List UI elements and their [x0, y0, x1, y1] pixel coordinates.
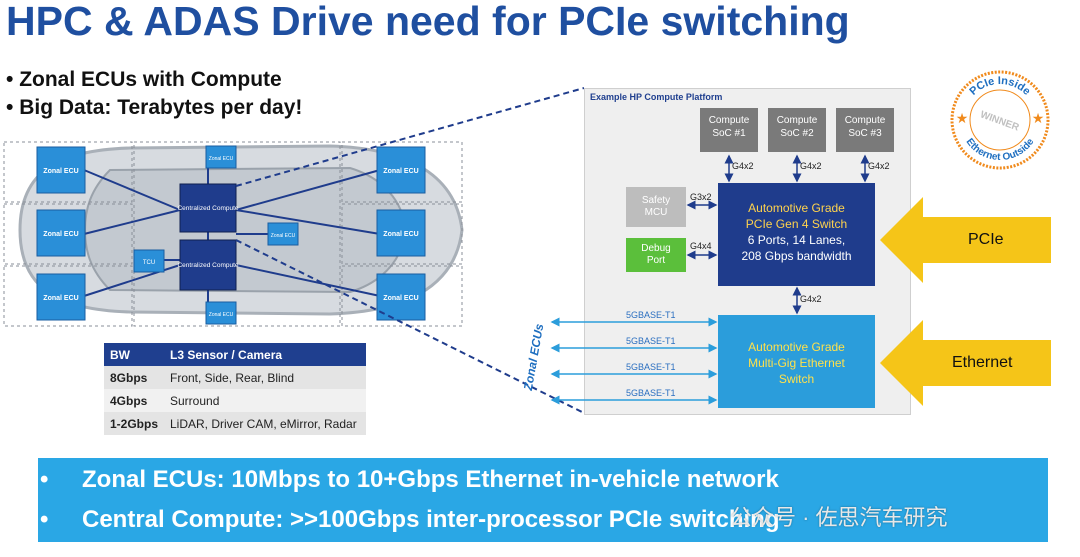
svg-text:Zonal ECU: Zonal ECU — [383, 295, 418, 302]
table-row: 1-2Gbps LiDAR, Driver CAM, eMirror, Rada… — [104, 412, 366, 435]
pcie-inside-badge: PCIe Inside Ethernet Outside WINNER ★ ★ — [950, 70, 1050, 170]
switch-link-label: G4x2 — [800, 294, 822, 304]
svg-text:Zonal ECU: Zonal ECU — [383, 231, 418, 238]
svg-text:TCU: TCU — [143, 260, 155, 266]
svg-text:★: ★ — [956, 110, 969, 126]
soc3-link-label: G4x2 — [868, 161, 890, 171]
zonal-ecu-small-bot: Zonal ECU — [205, 301, 237, 325]
ethernet-switch-box: Automotive Grade Multi-Gig Ethernet Swit… — [718, 315, 875, 408]
table-cell-bw: 8Gbps — [104, 366, 164, 389]
svg-text:★: ★ — [1032, 110, 1045, 126]
pcie-switch-box: Automotive Grade PCIe Gen 4 Switch 6 Por… — [718, 183, 875, 286]
svg-text:Zonal ECU: Zonal ECU — [271, 233, 296, 239]
zonal-ecu-right-bot: Zonal ECU — [376, 273, 426, 321]
ethernet-arrow-label: Ethernet — [952, 354, 1013, 371]
centralized-compute-2: Centralized Compute — [177, 239, 239, 291]
zonal-ecu-right-mid: Zonal ECU — [376, 209, 426, 257]
eth-link-label-2: 5GBASE-T1 — [626, 336, 676, 346]
centralized-compute-1: Centralized Compute — [177, 183, 239, 233]
platform-label: Example HP Compute Platform — [590, 92, 723, 102]
bandwidth-table: BW L3 Sensor / Camera 8Gbps Front, Side,… — [104, 343, 366, 435]
table-cell-sensor: LiDAR, Driver CAM, eMirror, Radar — [164, 412, 366, 435]
zonal-ecu-left-mid: Zonal ECU — [36, 209, 86, 257]
banner-line-central: •Central Compute: >>100Gbps inter-proces… — [40, 506, 780, 533]
pcie-arrow — [880, 197, 1051, 283]
eth-link-label-4: 5GBASE-T1 — [626, 388, 676, 398]
svg-text:Zonal ECU: Zonal ECU — [43, 168, 78, 175]
svg-text:Zonal ECU: Zonal ECU — [209, 156, 234, 162]
svg-text:Centralized Compute: Centralized Compute — [177, 262, 238, 269]
zonal-ecu-small-right: Zonal ECU — [267, 222, 299, 246]
bullet-zonal-ecus: • Zonal ECUs with Compute — [6, 68, 282, 91]
zonal-ecu-left-bot: Zonal ECU — [36, 273, 86, 321]
zonal-ecu-right-top: Zonal ECU — [376, 146, 426, 194]
table-cell-bw: 1-2Gbps — [104, 412, 164, 435]
table-row: 4Gbps Surround — [104, 389, 366, 412]
eth-link-label-1: 5GBASE-T1 — [626, 310, 676, 320]
soc2-link-label: G4x2 — [800, 161, 822, 171]
vehicle-diagram: Zonal ECU Zonal ECU Zonal ECU Zonal ECU … — [3, 141, 464, 327]
bullet-big-data: • Big Data: Terabytes per day! — [6, 96, 303, 119]
banner-line-zonal: •Zonal ECUs: 10Mbps to 10+Gbps Ethernet … — [40, 466, 779, 493]
tcu-box: TCU — [133, 249, 165, 273]
safety-link-label: G3x2 — [690, 192, 712, 202]
svg-text:Zonal ECU: Zonal ECU — [43, 295, 78, 302]
table-cell-sensor: Surround — [164, 389, 366, 412]
svg-text:Zonal ECU: Zonal ECU — [383, 168, 418, 175]
zonal-ecu-small-top: Zonal ECU — [205, 145, 237, 169]
pcie-arrow-label: PCIe — [968, 231, 1004, 248]
debug-link-label: G4x4 — [690, 241, 712, 251]
svg-text:Zonal ECU: Zonal ECU — [209, 312, 234, 318]
zonal-ecu-left-top: Zonal ECU — [36, 146, 86, 194]
table-cell-bw: 4Gbps — [104, 389, 164, 412]
summary-banner — [38, 458, 1048, 542]
soc1-link-label: G4x2 — [732, 161, 754, 171]
ethernet-arrow — [880, 320, 1051, 406]
table-cell-sensor: Front, Side, Rear, Blind — [164, 366, 366, 389]
table-row: 8Gbps Front, Side, Rear, Blind — [104, 366, 366, 389]
table-header-sensor: L3 Sensor / Camera — [164, 343, 366, 366]
svg-text:Centralized Compute: Centralized Compute — [177, 205, 238, 212]
eth-link-label-3: 5GBASE-T1 — [626, 362, 676, 372]
table-header-bw: BW — [104, 343, 164, 366]
page-title: HPC & ADAS Drive need for PCIe switching — [6, 0, 850, 44]
zone-outlines — [3, 141, 463, 327]
svg-text:Zonal ECU: Zonal ECU — [43, 231, 78, 238]
watermark: 公众号 · 佐思汽车研究 — [730, 505, 948, 530]
